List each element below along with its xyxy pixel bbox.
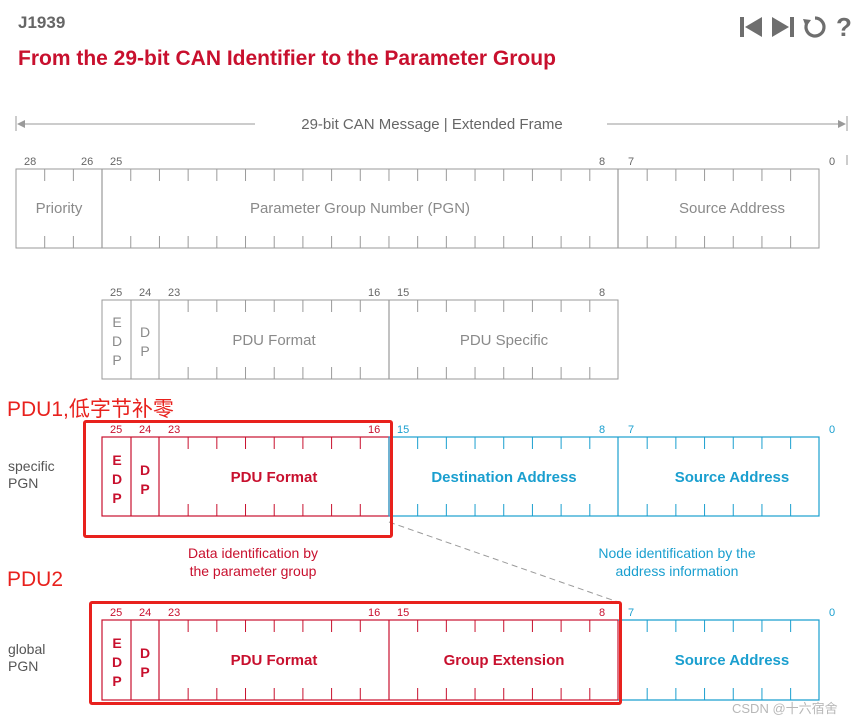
dp-letter: P <box>140 343 149 359</box>
dp-letter: D <box>140 462 150 478</box>
skip-forward-icon[interactable] <box>770 14 796 40</box>
pdu1-row: 25 24 23 16 15 8 7 0 EDP DP PDU Format D… <box>101 424 835 603</box>
dp-letters: DP <box>140 462 150 497</box>
bit-label-25: 25 <box>110 607 122 619</box>
field-destination-address: Destination Address <box>431 469 576 486</box>
dp-letters: DP <box>140 324 150 359</box>
dp-letter: D <box>140 645 150 661</box>
field-pdu-format: PDU Format <box>232 332 316 349</box>
dashed-connector <box>388 521 619 603</box>
field-pdu-specific: PDU Specific <box>460 332 549 349</box>
global-pgn-label: global PGN <box>8 641 46 674</box>
pdu2-highlight-box <box>89 601 622 705</box>
dp-letter: D <box>140 324 150 340</box>
pdu2-note: PDU2 <box>7 568 64 591</box>
pgn-breakdown-row: 25 24 23 16 15 8 EDP DP PDU Format PDU S… <box>101 287 619 380</box>
bit-label-28: 28 <box>24 156 36 168</box>
bit-label-23: 23 <box>168 607 180 619</box>
bit-label-0: 0 <box>829 607 835 619</box>
edp-letter: E <box>112 314 121 330</box>
bit-label-23: 23 <box>168 287 180 299</box>
pdu1-address-box <box>388 436 820 517</box>
edp-letters: EDP <box>112 635 122 689</box>
bit-label-15: 15 <box>397 607 409 619</box>
pdu1-note: PDU1,低字节补零 <box>7 398 174 421</box>
watermark: CSDN @十六宿舍 <box>732 701 838 716</box>
edp-letter: E <box>112 635 121 651</box>
bit-label-7: 7 <box>628 156 634 168</box>
bit-label-25: 25 <box>110 287 122 299</box>
field-source-address: Source Address <box>675 652 790 669</box>
replay-icon[interactable] <box>802 14 828 40</box>
pdu1-highlight-box <box>83 420 393 538</box>
bit-label-7: 7 <box>628 424 634 436</box>
bit-label-26: 26 <box>81 156 93 168</box>
bit-label-8: 8 <box>599 287 605 299</box>
can-message-row: 29-bit CAN Message | Extended Frame 28 2… <box>15 116 848 249</box>
dp-letter: P <box>140 664 149 680</box>
bit-label-24: 24 <box>139 424 151 436</box>
header-tag: J1939 <box>18 13 66 32</box>
can-message-label: 29-bit CAN Message | Extended Frame <box>301 116 563 133</box>
bit-label-24: 24 <box>139 607 151 619</box>
bit-label-15: 15 <box>397 287 409 299</box>
edp-letter: D <box>112 471 122 487</box>
bit-label-7: 7 <box>628 607 634 619</box>
bit-label-16: 16 <box>368 424 380 436</box>
bit-label-8: 8 <box>599 607 605 619</box>
bit-label-8: 8 <box>599 424 605 436</box>
edp-letter: P <box>112 673 121 689</box>
field-pdu-format: PDU Format <box>231 469 318 486</box>
edp-letter: D <box>112 333 122 349</box>
field-priority: Priority <box>36 200 83 217</box>
specific-pgn-label: specific PGN <box>8 458 55 491</box>
bit-label-8: 8 <box>599 156 605 168</box>
bit-label-0: 0 <box>829 156 835 168</box>
field-source-address: Source Address <box>675 469 790 486</box>
page-title: From the 29-bit CAN Identifier to the Pa… <box>18 47 556 70</box>
edp-letter: D <box>112 654 122 670</box>
help-icon[interactable]: ? <box>834 14 854 40</box>
dp-letters: DP <box>140 645 150 680</box>
pdu2-address-box <box>618 619 820 701</box>
help-glyph: ? <box>836 14 852 40</box>
bit-label-25: 25 <box>110 156 122 168</box>
edp-letter: E <box>112 452 121 468</box>
dp-letter: P <box>140 481 149 497</box>
field-source-address: Source Address <box>679 200 785 217</box>
edp-letters: EDP <box>112 452 122 506</box>
bit-label-16: 16 <box>368 607 380 619</box>
bit-label-0: 0 <box>829 424 835 436</box>
bit-label-24: 24 <box>139 287 151 299</box>
edp-letter: P <box>112 490 121 506</box>
field-pdu-format: PDU Format <box>231 652 318 669</box>
data-identification-caption: Data identification by the parameter gro… <box>188 545 318 579</box>
player-controls: ? <box>738 14 854 40</box>
node-identification-caption: Node identification by the address infor… <box>598 545 756 579</box>
edp-letters: EDP <box>112 314 122 368</box>
bit-label-23: 23 <box>168 424 180 436</box>
bit-label-25: 25 <box>110 424 122 436</box>
field-group-extension: Group Extension <box>444 652 565 669</box>
edp-letter: P <box>112 352 121 368</box>
skip-back-icon[interactable] <box>738 14 764 40</box>
bit-label-16: 16 <box>368 287 380 299</box>
pdu2-row: 25 24 23 16 15 8 7 0 EDP DP PDU Format G… <box>101 607 835 701</box>
field-pgn: Parameter Group Number (PGN) <box>250 200 470 217</box>
bit-label-15: 15 <box>397 424 409 436</box>
